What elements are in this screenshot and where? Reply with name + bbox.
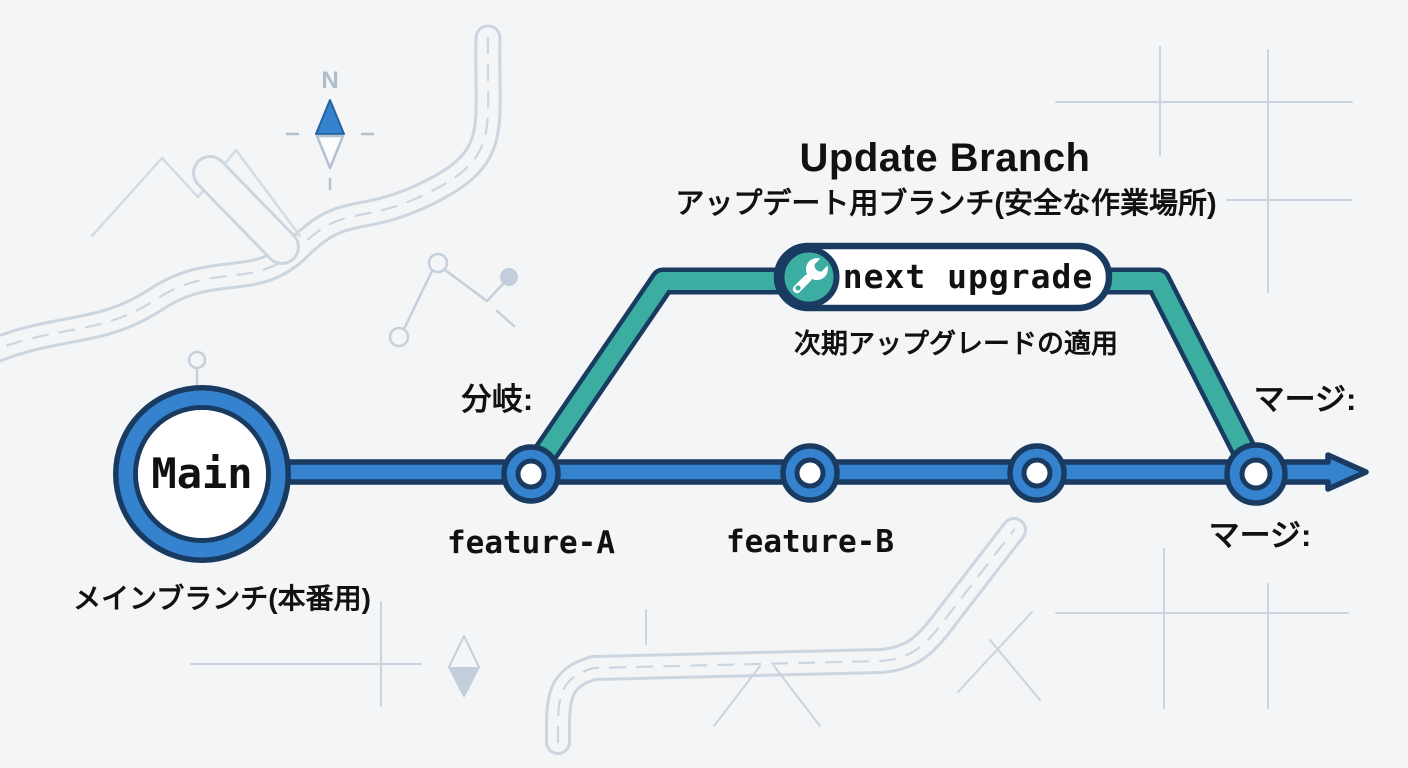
decor-mountains [90,148,302,238]
main-terminal-label: Main [151,449,253,498]
decor-grid-top-right [1055,46,1353,293]
station-label-feature-a: feature-A [447,525,615,561]
decor-road-top [0,24,502,363]
main-terminal-caption: メインブランチ(本番用) [73,583,371,614]
compass-icon [285,99,375,191]
station-merge [1224,442,1288,506]
decor-node-network [388,252,518,348]
upgrade-node-caption: 次期アップグレードの適用 [794,329,1118,359]
wrench-icon [792,258,828,294]
fork-label: 分岐: [460,382,534,417]
upgrade-node-label: next upgrade [842,257,1094,296]
station-unlabeled [1007,443,1067,503]
station-feature-a [501,444,561,504]
decor-map-pin [187,350,207,388]
background-decorations [0,24,1353,755]
station-feature-b [780,443,840,503]
decor-cross-bottom-left [190,601,422,707]
compass-north-label: N [321,67,339,94]
merge-label-bottom: マージ: [1208,518,1312,553]
page-title: Update Branch [799,136,1091,180]
upgrade-node-pill [773,242,1113,312]
page-subtitle: アップデート用ブランチ(安全な作業場所) [675,188,1217,220]
decor-misc-marks [645,609,1041,727]
decor-grid-bottom-right [1055,548,1349,709]
merge-label-top: マージ: [1253,382,1357,417]
decor-road-bottom [544,517,1027,755]
decor-diamond [448,635,480,697]
decor-lozenge [192,155,300,265]
main-terminal [113,385,291,563]
station-label-feature-b: feature-B [726,524,894,560]
update-branch-line [519,267,1269,482]
